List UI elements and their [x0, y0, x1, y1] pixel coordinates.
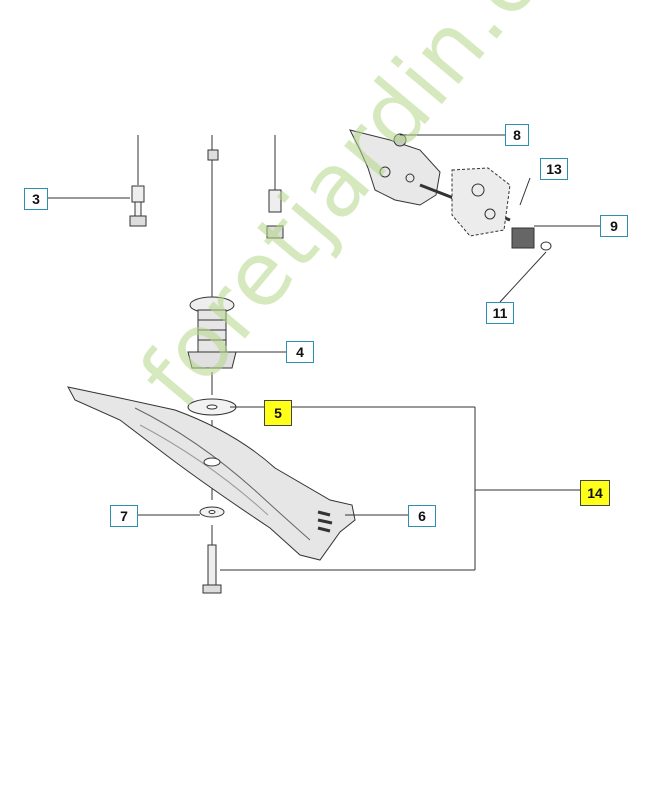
callout-13: 13: [540, 158, 568, 180]
motor-assembly: [349, 129, 552, 251]
callout-3: 3: [24, 188, 48, 210]
washer-top: [187, 398, 237, 416]
callout-8: 8: [505, 124, 529, 146]
blade-adapter: [187, 296, 237, 369]
callout-4: 4: [286, 341, 314, 363]
callout-14: 14: [580, 480, 610, 506]
callout-6: 6: [408, 505, 436, 527]
callout-9: 9: [600, 215, 628, 237]
blade-bolt: [202, 544, 222, 594]
bolt-right: [266, 135, 284, 239]
callout-5: 5: [264, 400, 292, 426]
washer-bottom: [199, 506, 225, 518]
blade: [67, 386, 356, 561]
callout-11: 11: [486, 302, 514, 324]
leader-lines: [48, 134, 600, 571]
callout-7: 7: [110, 505, 138, 527]
bolt-left: [129, 135, 147, 227]
